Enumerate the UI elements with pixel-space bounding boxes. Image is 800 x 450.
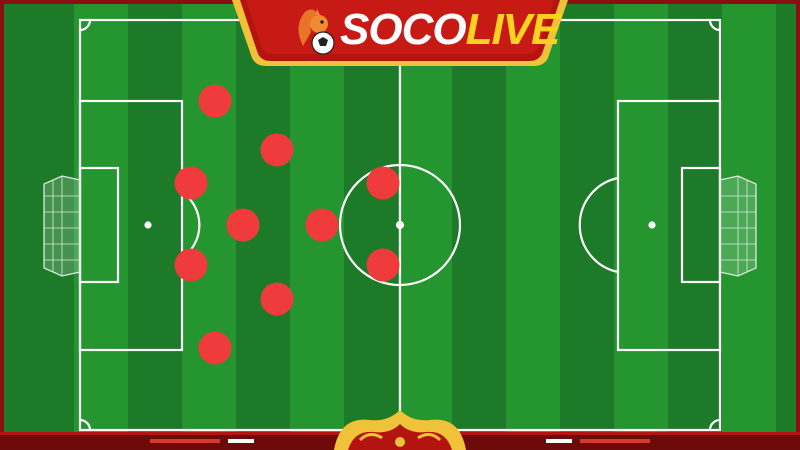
player-marker-player-1 [198, 84, 232, 118]
right-penalty-spot [648, 221, 656, 229]
brand-name-part1: SOCO [340, 5, 467, 54]
player-marker-player-10 [198, 331, 232, 365]
corner-arc-bl [79, 418, 92, 431]
grass-stripe [614, 0, 668, 450]
center-circle [338, 163, 462, 287]
right-goal-net [719, 175, 757, 277]
grass-stripe [722, 0, 776, 450]
grass-stripe [398, 0, 452, 450]
left-goal-net [43, 175, 81, 277]
corner-arc-br [708, 418, 721, 431]
player-marker-player-2 [260, 133, 294, 167]
left-penalty-spot [144, 221, 152, 229]
player-marker-player-7 [366, 248, 400, 282]
player-marker-player-4 [226, 208, 260, 242]
center-spot [395, 220, 405, 230]
player-marker-player-6 [366, 166, 400, 200]
brand-logo-text: SOCOLIVE [340, 5, 561, 54]
grass-stripe [506, 0, 560, 450]
player-marker-player-3 [174, 166, 208, 200]
bottom-ornament [334, 410, 466, 450]
player-marker-player-5 [305, 208, 339, 242]
right-penalty-arc [578, 176, 619, 274]
player-marker-player-8 [174, 248, 208, 282]
corner-arc-tr [708, 19, 721, 32]
corner-arc-tl [79, 19, 92, 32]
squirrel-with-football-icon [298, 9, 335, 55]
formation-players [174, 84, 400, 365]
brand-name-part2: LIVE [465, 5, 561, 54]
grass-stripe [74, 0, 128, 450]
player-marker-player-9 [260, 282, 294, 316]
